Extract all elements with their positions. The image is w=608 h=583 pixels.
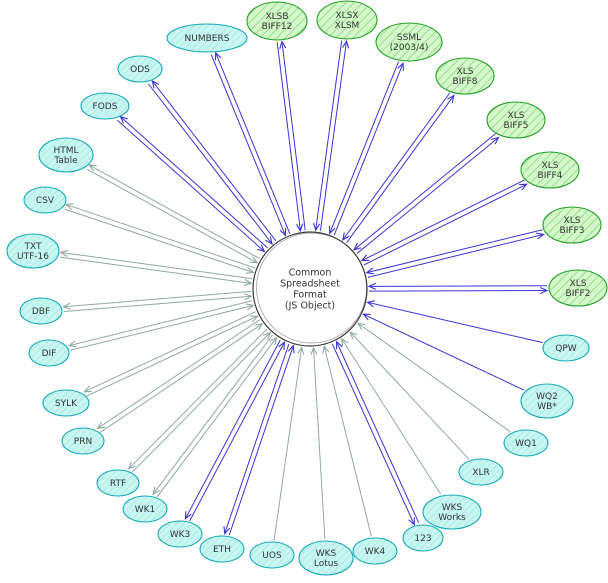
format-node-wk1: WK1 bbox=[122, 495, 168, 523]
edge-wq2 bbox=[362, 313, 525, 391]
edge-eth bbox=[223, 343, 295, 536]
edge-dif bbox=[67, 300, 255, 351]
format-node-label: QPW bbox=[555, 344, 577, 354]
edge-xls-biff5 bbox=[353, 133, 500, 254]
format-node-rtf: RTF bbox=[96, 469, 140, 497]
format-node-label: CSV bbox=[36, 196, 55, 206]
edge-txt bbox=[59, 249, 253, 286]
format-node-label: WK1 bbox=[135, 505, 156, 515]
edge-ssml bbox=[328, 61, 404, 236]
edge-wk3 bbox=[184, 339, 286, 522]
format-node-qpw: QPW bbox=[542, 334, 590, 362]
edge-xls-biff2 bbox=[367, 282, 549, 295]
edge-uos bbox=[273, 346, 305, 541]
edge-xls-biff8 bbox=[341, 92, 455, 244]
format-node-xlr: XLR bbox=[458, 458, 504, 486]
edge-fods bbox=[117, 115, 268, 253]
format-node-sylk: SYLK bbox=[42, 389, 90, 417]
format-node-label: UOS bbox=[262, 551, 282, 561]
edge-123 bbox=[331, 340, 420, 526]
edge-xlsb bbox=[276, 40, 306, 233]
format-node-label: RTF bbox=[110, 479, 126, 489]
format-node-label: WK3 bbox=[170, 530, 191, 540]
edge-dbf bbox=[62, 290, 253, 313]
format-node-label: WK4 bbox=[365, 547, 386, 557]
format-node-label: SSML(2003/4) bbox=[390, 33, 429, 53]
format-node-uos: UOS bbox=[249, 541, 295, 569]
format-node-ods: ODS bbox=[117, 55, 163, 83]
format-node-label: SYLK bbox=[55, 399, 78, 409]
edge-csv bbox=[64, 203, 255, 274]
format-node-label: 123 bbox=[414, 534, 431, 544]
edge-wks-lotus bbox=[310, 346, 326, 540]
format-node-wk4: WK4 bbox=[352, 537, 398, 565]
format-node-label: FODS bbox=[93, 102, 118, 112]
format-node-fods: FODS bbox=[80, 92, 130, 120]
format-node-prn: PRN bbox=[61, 427, 105, 455]
format-node-label: XLR bbox=[472, 468, 489, 478]
format-node-label: ETH bbox=[213, 545, 231, 555]
format-node-label: PRN bbox=[74, 437, 92, 447]
format-node-wk3: WK3 bbox=[157, 520, 203, 548]
format-node-label: NUMBERS bbox=[185, 34, 230, 44]
edge-sylk bbox=[83, 311, 259, 397]
edge-wq1 bbox=[356, 322, 511, 433]
edge-rtf bbox=[127, 328, 272, 473]
edge-xlsx bbox=[313, 39, 350, 232]
format-node-ssml: SSML(2003/4) bbox=[375, 22, 443, 62]
edge-xls-biff3 bbox=[365, 229, 545, 278]
edge-html-table bbox=[86, 164, 260, 264]
edge-wk4 bbox=[322, 344, 372, 537]
edge-wks-works bbox=[340, 337, 442, 495]
format-node-wq1: WQ1 bbox=[503, 429, 549, 457]
format-node-numbers: NUMBERS bbox=[166, 23, 248, 53]
edge-xlr bbox=[349, 331, 470, 460]
edge-qpw bbox=[366, 300, 543, 344]
format-node-csv: CSV bbox=[23, 186, 67, 214]
format-node-label: DIF bbox=[42, 349, 57, 359]
edges bbox=[59, 39, 549, 541]
edge-numbers bbox=[210, 51, 291, 237]
format-node-label: DBF bbox=[32, 307, 50, 317]
format-node-dif: DIF bbox=[28, 339, 70, 367]
edge-xls-biff4 bbox=[360, 179, 528, 266]
format-node-label: ODS bbox=[130, 65, 150, 75]
format-node-dbf: DBF bbox=[19, 297, 63, 325]
edge-wk1 bbox=[152, 334, 278, 498]
edge-ods bbox=[148, 79, 277, 245]
format-node-eth: ETH bbox=[199, 535, 245, 563]
format-node-123: 123 bbox=[402, 524, 444, 552]
edge-prn bbox=[96, 319, 264, 433]
format-node-label: WQ1 bbox=[515, 439, 537, 449]
